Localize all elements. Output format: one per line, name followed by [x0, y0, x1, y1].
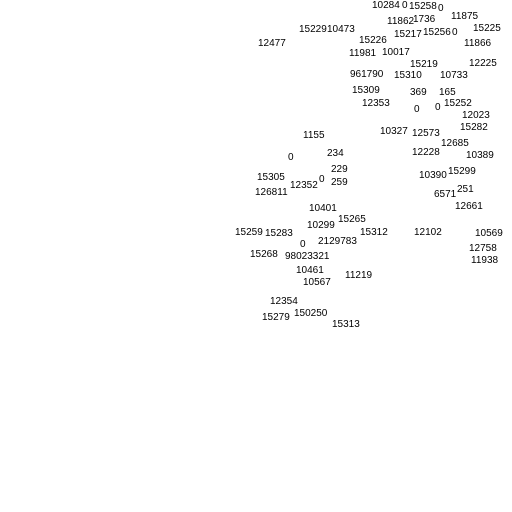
- number-label: 234: [327, 148, 344, 159]
- number-label: 2129783: [318, 236, 357, 247]
- number-label: 11866: [464, 38, 492, 49]
- number-label: 15217: [394, 29, 422, 40]
- number-label: 251: [457, 184, 474, 195]
- number-label: 15282: [460, 122, 488, 133]
- number-label: 12102: [414, 227, 442, 238]
- number-label: 15219: [410, 59, 438, 70]
- number-label: 15265: [338, 214, 366, 225]
- number-label: 12661: [455, 201, 483, 212]
- number-label: 0: [435, 102, 441, 113]
- number-label: 15252: [444, 98, 472, 109]
- number-label: 10461: [296, 265, 324, 276]
- number-label: 10390: [419, 170, 447, 181]
- number-label: 961790: [350, 69, 384, 80]
- number-label: 10299: [307, 220, 335, 231]
- number-label: 0: [438, 3, 444, 14]
- number-label: 369: [410, 87, 427, 98]
- number-label: 15258: [409, 1, 437, 12]
- number-label: 98023321: [285, 251, 330, 262]
- number-label: 15312: [360, 227, 388, 238]
- number-label: 126811: [255, 187, 288, 198]
- number-label: 10733: [440, 70, 468, 81]
- number-label: 15229: [299, 24, 327, 35]
- number-label: 15309: [352, 85, 380, 96]
- number-label: 12023: [462, 110, 490, 121]
- number-label: 12685: [441, 138, 469, 149]
- number-label: 0: [414, 104, 420, 115]
- number-label: 229: [331, 164, 348, 175]
- number-label: 0: [288, 152, 294, 163]
- number-label: 15279: [262, 312, 290, 323]
- number-label: 15310: [394, 70, 422, 81]
- number-label: 10567: [303, 277, 331, 288]
- number-label: 15225: [473, 23, 501, 34]
- number-label: 11862: [387, 16, 415, 27]
- number-label: 15299: [448, 166, 476, 177]
- number-label: 12477: [258, 38, 286, 49]
- number-label: 165: [439, 87, 456, 98]
- number-label: 11219: [345, 270, 373, 281]
- number-label: 10389: [466, 150, 494, 161]
- number-label: 150250: [294, 308, 328, 319]
- number-label: 12228: [412, 147, 440, 158]
- number-label: 0: [452, 27, 458, 38]
- number-label: 0: [319, 174, 325, 185]
- number-label: 12758: [469, 243, 497, 254]
- number-label: 12354: [270, 296, 298, 307]
- number-label: 15256: [423, 27, 451, 38]
- number-label: 15268: [250, 249, 278, 260]
- number-label: 12353: [362, 98, 390, 109]
- number-label: 10284: [372, 0, 400, 11]
- number-label: 0: [402, 0, 408, 11]
- number-label: 10401: [309, 203, 337, 214]
- number-label: 15305: [257, 172, 285, 183]
- number-label: 6571: [434, 189, 457, 200]
- number-label: 11981: [349, 48, 377, 59]
- number-label: 11938: [471, 255, 499, 266]
- number-label: 15226: [359, 35, 387, 46]
- number-label: 10327: [380, 126, 408, 137]
- number-label: 12352: [290, 180, 318, 191]
- number-label: 15283: [265, 228, 293, 239]
- number-label: 1155: [303, 130, 325, 141]
- number-label: 10017: [382, 47, 410, 58]
- number-label: 10569: [475, 228, 503, 239]
- number-label: 15259: [235, 227, 263, 238]
- number-label: 1736: [413, 14, 436, 25]
- number-label: 12225: [469, 58, 497, 69]
- number-label: 0: [300, 239, 306, 250]
- number-label: 11875: [451, 11, 479, 22]
- number-label: 15313: [332, 319, 360, 330]
- number-label: 259: [331, 177, 348, 188]
- number-label: 10473: [327, 24, 355, 35]
- number-label: 12573: [412, 128, 440, 139]
